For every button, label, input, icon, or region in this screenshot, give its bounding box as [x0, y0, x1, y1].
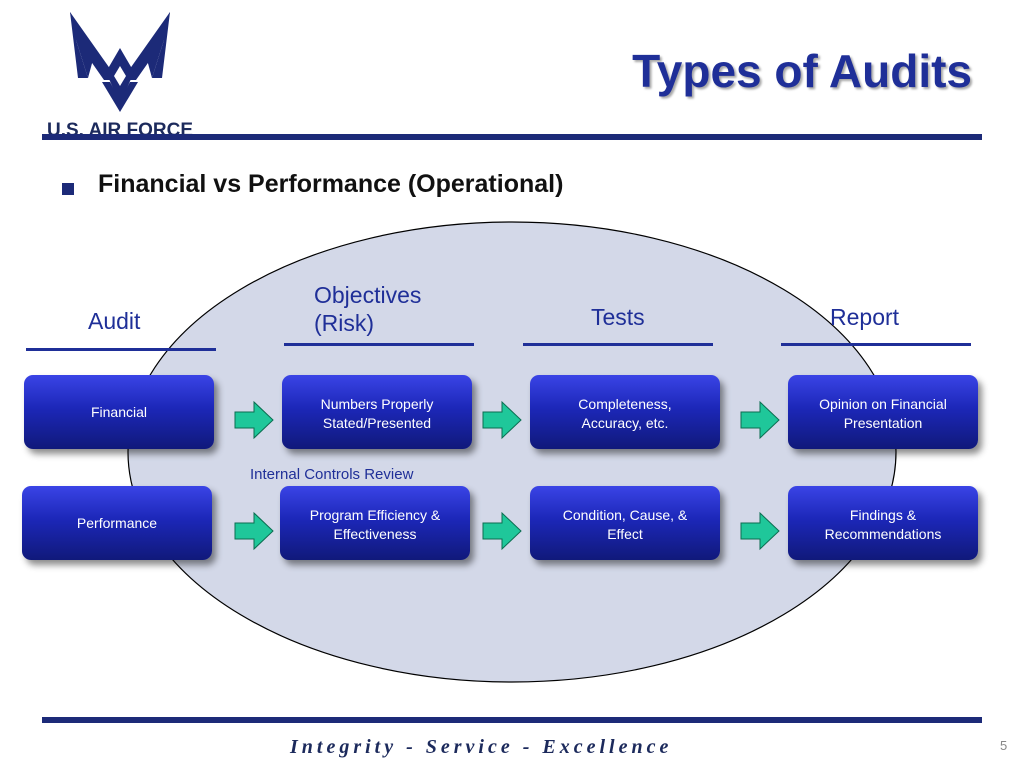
arrow-right-icon — [482, 511, 522, 551]
column-label-tests: Tests — [591, 304, 645, 330]
financial-objectives-box: Numbers Properly Stated/Presented — [282, 375, 472, 449]
air-force-logo: U.S. AIR FORCE — [30, 8, 210, 141]
performance-objectives-box: Program Efficiency & Effectiveness — [280, 486, 470, 560]
column-label-objectives-line1: Objectives — [314, 282, 422, 308]
performance-objectives-line1: Program Efficiency & — [309, 507, 441, 523]
arrow-right-icon — [482, 400, 522, 440]
financial-report-box: Opinion on Financial Presentation — [788, 375, 978, 449]
column-label-report: Report — [830, 304, 900, 330]
column-label-objectives: Objectives (Risk) — [314, 281, 421, 337]
performance-tests-box: Condition, Cause, & Effect — [530, 486, 720, 560]
column-underline-report — [781, 343, 971, 346]
top-divider — [42, 134, 982, 140]
performance-audit-label: Performance — [76, 515, 158, 531]
financial-audit-box: Financial — [24, 375, 214, 449]
air-force-wings-icon — [70, 12, 170, 112]
column-underline-audit — [26, 348, 216, 351]
page-number: 5 — [1000, 738, 1008, 753]
arrow-right-icon — [234, 511, 274, 551]
performance-report-line2: Recommendations — [824, 526, 942, 542]
financial-report-line2: Presentation — [843, 415, 923, 431]
performance-tests-line2: Effect — [607, 526, 643, 542]
column-label-audit: Audit — [88, 308, 141, 334]
bullet-square-icon — [62, 183, 74, 195]
footer-motto: Integrity - Service - Excellence — [290, 736, 673, 758]
performance-objectives-line2: Effectiveness — [333, 526, 417, 542]
arrow-right-icon — [740, 511, 780, 551]
financial-tests-line2: Accuracy, etc. — [581, 415, 669, 431]
arrow-right-icon — [740, 400, 780, 440]
performance-report-box: Findings & Recommendations — [788, 486, 978, 560]
column-label-objectives-line2: (Risk) — [314, 310, 375, 336]
arrow-right-icon — [234, 400, 274, 440]
bottom-divider — [42, 717, 982, 723]
column-underline-tests — [523, 343, 713, 346]
financial-objectives-line1: Numbers Properly — [320, 396, 434, 412]
financial-audit-label: Financial — [90, 404, 148, 420]
performance-tests-line1: Condition, Cause, & — [562, 507, 688, 523]
performance-report-line1: Findings & — [849, 507, 917, 523]
performance-audit-box: Performance — [22, 486, 212, 560]
slide-title: Types of Audits — [632, 45, 972, 97]
financial-tests-line1: Completeness, — [578, 396, 672, 412]
financial-report-line1: Opinion on Financial — [819, 396, 947, 412]
financial-objectives-line2: Stated/Presented — [322, 415, 432, 431]
bullet-text: Financial vs Performance (Operational) — [98, 170, 564, 198]
internal-controls-review-label: Internal Controls Review — [250, 466, 414, 483]
column-underline-objectives — [284, 343, 474, 346]
financial-tests-box: Completeness, Accuracy, etc. — [530, 375, 720, 449]
